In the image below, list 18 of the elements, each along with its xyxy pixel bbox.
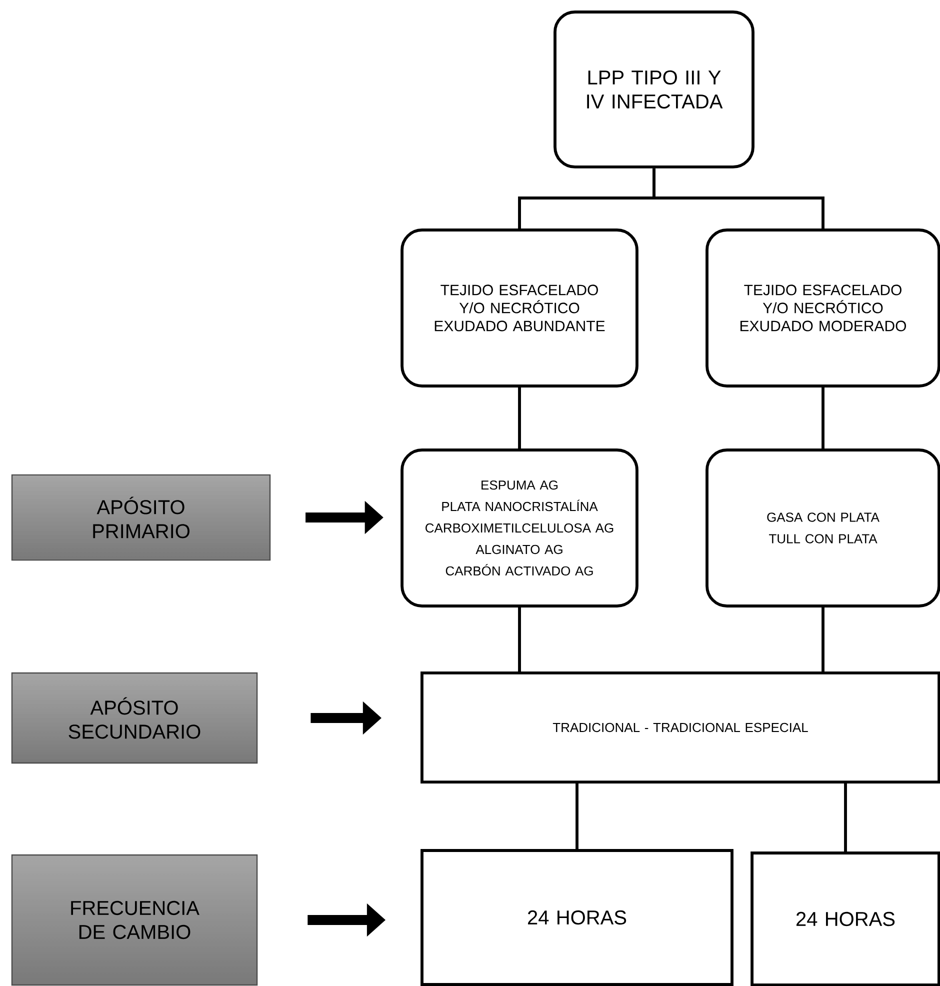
category-box: FRECUENCIA DE CAMBIO bbox=[11, 854, 258, 986]
process-box: TEJIDO ESFACELADO Y/O NECRÓTICO EXUDADO MODERADO bbox=[706, 228, 940, 388]
connector-line bbox=[822, 607, 824, 672]
connector-line bbox=[844, 784, 847, 852]
dressing-list-box: GASA CON PLATA TULL CON PLATA bbox=[706, 448, 940, 608]
connector-line bbox=[576, 784, 578, 850]
connector-line bbox=[652, 168, 824, 229]
process-box: 24 HORAS bbox=[750, 852, 940, 986]
process-box: 24 HORAS bbox=[420, 849, 734, 986]
connector-line bbox=[518, 607, 521, 672]
process-box: TEJIDO ESFACELADO Y/O NECRÓTICO EXUDADO ABUNDANTE bbox=[400, 228, 638, 388]
connector-line bbox=[518, 387, 521, 449]
process-box: TRADICIONAL - TRADICIONAL ESPECIAL bbox=[420, 672, 940, 784]
category-box: APÓSITO PRIMARIO bbox=[11, 474, 271, 561]
category-box: APÓSITO SECUNDARIO bbox=[11, 672, 258, 764]
dressing-list-box: ESPUMA AG PLATA NANOCRISTALÍNA CARBOXIMETILCELULOSA AG ALGINATO AG CARBÓN ACTIVADO AG bbox=[400, 448, 638, 608]
connector-line bbox=[822, 387, 824, 449]
start-box: LPP TIPO III Y IV INFECTADA bbox=[554, 10, 754, 168]
